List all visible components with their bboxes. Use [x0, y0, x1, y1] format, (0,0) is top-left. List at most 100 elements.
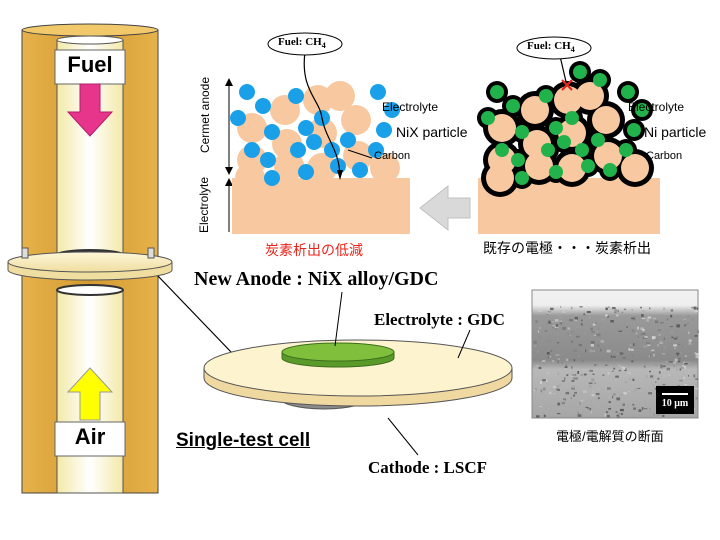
sem-grain — [550, 350, 553, 352]
sem-grain — [608, 408, 612, 410]
sem-grain — [684, 324, 687, 327]
sem-grain — [644, 336, 648, 339]
sem-grain — [629, 344, 632, 346]
ni-particle — [481, 111, 495, 125]
sem-grain — [601, 318, 605, 321]
sem-grain — [554, 325, 559, 329]
sem-grain — [595, 322, 597, 324]
ni-particle — [541, 143, 555, 157]
sem-grain — [570, 306, 573, 310]
sem-grain — [564, 377, 566, 380]
sem-grain — [539, 327, 541, 329]
sem-grain — [666, 312, 668, 315]
cell-disk-top — [203, 339, 513, 397]
sem-grain — [547, 311, 551, 314]
sem-grain — [642, 328, 645, 332]
electrolyte-grain — [235, 163, 265, 193]
sem-grain — [677, 380, 682, 383]
sem-grain — [643, 345, 648, 348]
comparison-arrow — [419, 184, 471, 232]
old-anode-microstructure — [477, 36, 660, 234]
nix-particle — [239, 84, 255, 100]
sem-grain — [577, 371, 580, 374]
sem-grain — [617, 353, 619, 355]
sem-grain — [542, 360, 546, 362]
cathode-pointer — [387, 417, 419, 456]
sem-grain — [670, 314, 673, 318]
sem-grain — [643, 365, 646, 368]
sem-grain — [602, 374, 605, 376]
sem-grain — [612, 307, 616, 310]
sem-grain — [552, 385, 557, 388]
sem-grain — [579, 306, 583, 308]
sem-grain — [537, 335, 541, 339]
sem-grain — [678, 343, 681, 345]
sem-grain — [686, 362, 690, 364]
sem-grain — [688, 342, 692, 345]
sem-grain — [600, 348, 602, 352]
nix-particle — [260, 152, 276, 168]
sem-grain — [633, 343, 635, 346]
sem-grain — [669, 361, 673, 363]
sem-grain — [542, 387, 546, 391]
sem-grain — [605, 307, 608, 311]
sem-grain — [622, 403, 625, 406]
sem-grain — [572, 377, 577, 379]
nix-particle — [352, 162, 368, 178]
electrolyte-grain — [525, 152, 553, 180]
sem-grain — [585, 349, 587, 353]
sem-grain — [566, 390, 570, 393]
sem-grain — [676, 369, 678, 371]
sem-grain — [559, 320, 563, 322]
sem-grain — [646, 342, 650, 345]
sem-grain — [649, 354, 651, 357]
thickness-axis — [225, 78, 233, 232]
sem-grain — [596, 333, 601, 337]
sem-grain — [610, 355, 613, 358]
sem-grain — [621, 413, 623, 415]
nix-particle — [306, 134, 322, 150]
sem-grain — [546, 352, 550, 355]
ni-particle — [591, 133, 605, 147]
new-particle-label: NiX particle — [396, 124, 468, 140]
cell-pointer-line — [157, 275, 233, 354]
sem-grain — [561, 401, 565, 405]
sem-grain — [557, 360, 559, 364]
sem-grain — [693, 374, 696, 378]
sem-grain — [613, 367, 616, 370]
sem-grain — [540, 381, 542, 385]
sem-grain — [560, 322, 563, 325]
sem-grain — [579, 401, 581, 405]
sem-grain — [557, 342, 560, 344]
old-carbon-label: Carbon — [646, 150, 683, 162]
sem-grain — [605, 411, 609, 414]
sem-grain — [595, 315, 597, 317]
sem-grain — [597, 397, 600, 400]
sem-grain — [591, 350, 596, 352]
sem-grain — [582, 359, 584, 363]
sem-grain — [640, 333, 643, 336]
sem-grain — [556, 329, 559, 332]
sem-grain — [695, 356, 699, 359]
sem-grain — [628, 348, 631, 351]
sem-grain — [592, 323, 596, 326]
sem-grain — [663, 345, 667, 349]
sem-grain — [594, 382, 597, 384]
sem-grain — [687, 315, 689, 318]
sem-grain — [594, 364, 597, 366]
sem-grain — [573, 359, 576, 362]
sem-grain — [607, 372, 610, 375]
old-methane-path — [559, 55, 568, 87]
sem-grain — [571, 387, 575, 390]
sem-grain — [657, 329, 661, 332]
sem-grain — [538, 365, 540, 368]
sem-grain — [560, 306, 562, 308]
ni-particle — [573, 65, 587, 79]
sem-grain — [673, 344, 677, 347]
sem-grain — [596, 331, 599, 334]
sem-grain — [596, 405, 600, 408]
sem-grain — [693, 306, 697, 310]
sem-grain — [688, 375, 689, 377]
sem-grain — [605, 314, 608, 317]
